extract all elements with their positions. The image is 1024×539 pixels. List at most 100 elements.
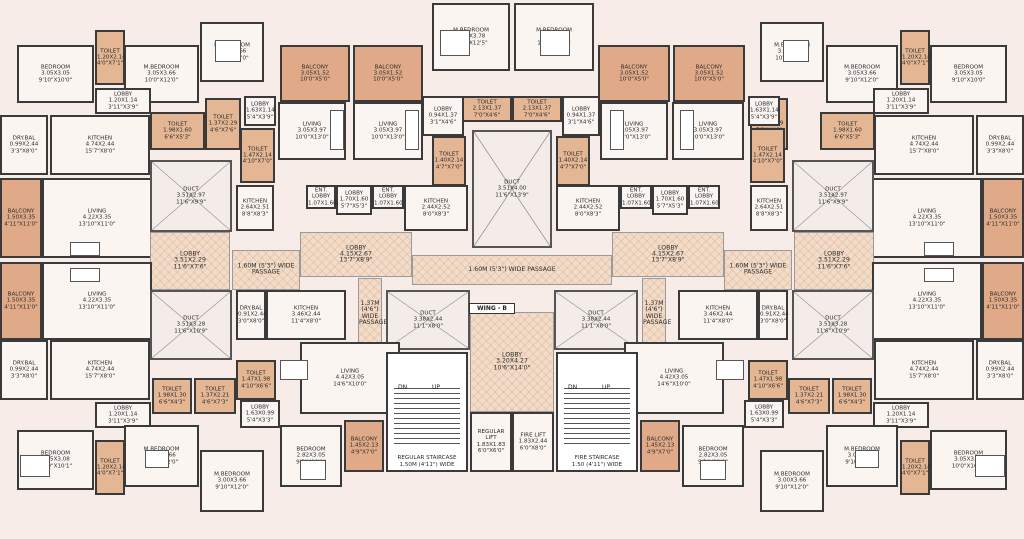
- room-top-lobby-l2: LOBBY 1.63X1.14 5'4"X3'9": [244, 96, 276, 126]
- furniture-block: [440, 30, 470, 56]
- duct-cross: [152, 162, 230, 230]
- room-ducts-bot-right: DUCT 3.51X3.28 11'6"X10'9": [792, 290, 874, 360]
- stair-steps: [564, 386, 630, 445]
- room-lobbies-center-left: LOBBY 4.15X2.67 13'7"X8'9": [300, 232, 412, 277]
- room-label: M.BEDROOM 3.00X3.66 9'10"X12'0": [214, 471, 250, 491]
- room-top-ent-l2: ENT. LOBBY 1.07X1.60: [372, 185, 404, 209]
- room-vertical-fire-stair: FIRE STAIRCASE 1.50 (4'11") WIDE: [556, 352, 638, 472]
- room-label: LOBBY 1.63X1.14 5'4"X3'9": [246, 101, 275, 121]
- room-lobbies-center-right: LOBBY 4.15X2.67 13'7"X8'9": [612, 232, 724, 277]
- room-top-kitchen-l: KITCHEN 4.74X2.44 15'7"X8'0": [50, 115, 150, 175]
- furniture-block: [783, 40, 809, 62]
- room-passage-left: 1.60M (5'3") WIDE PASSAGE: [232, 250, 300, 290]
- duct-cross: [388, 292, 468, 348]
- room-label: LOBBY 1.20X1.14 3'11"X3'9": [886, 405, 916, 425]
- room-label: LOBBY 1.20X1.14 3'11"X3'9": [108, 91, 138, 111]
- room-top-bal-side-r: BALCONY 1.50X3.35 4'11"X11'0": [982, 178, 1024, 258]
- room-passage-center: 1.60M (5'3") WIDE PASSAGE: [412, 255, 612, 285]
- room-top-bal-r2: BALCONY 3.05X1.52 10'0"X5'0": [673, 45, 745, 102]
- room-label: TOILET 1.98X1.30 6'6"X4'3": [157, 386, 187, 406]
- room-lobbies-wing: LOBBY 3.20X4.27 10'6"X14'0": [470, 312, 554, 412]
- room-label: ENT. LOBBY 1.07X1.60: [308, 187, 337, 207]
- room-bottom-mbed-r2: M.BEDROOM 3.00X3.66 9'10"X12'0": [760, 450, 824, 512]
- room-bottom-kitchen-l: KITCHEN 4.74X2.44 15'7"X8'0": [50, 340, 150, 400]
- room-ducts-bot-cr: DUCT 3.38X2.44 11'1"X8'0": [554, 290, 638, 350]
- room-label: BEDROOM 3.05X3.05 9'10"X10'0": [38, 64, 73, 84]
- room-label: ENT. LOBBY 1.07X1.60: [374, 187, 403, 207]
- room-top-ent-r2: ENT. LOBBY 1.07X1.60: [688, 185, 720, 209]
- room-top-lobby-ml: LOBBY 1.70X1.60 5'7"X5'3": [336, 185, 372, 215]
- room-label: TOILET 1.37X2.21 4'6"X7'3": [794, 386, 824, 406]
- room-label: LIVING 4.42X3.05 14'6"X10'0": [657, 368, 691, 388]
- room-ducts-bot-left: DUCT 3.51X3.28 11'6"X10'9": [150, 290, 232, 360]
- passage-hatch: [725, 251, 791, 289]
- room-top-kitchen-cr: KITCHEN 2.44X2.52 8'0"X8'3": [556, 185, 620, 231]
- room-label: LOBBY 1.63X0.99 5'4"X3'3": [245, 404, 275, 424]
- room-top-kitchen-cl2: KITCHEN 2.44X2.52 8'0"X8'3": [404, 185, 468, 231]
- room-lobbies-right-main: LOBBY 3.51X2.29 11'6"X7'6": [794, 232, 874, 290]
- furniture-block: [145, 450, 169, 468]
- room-bottom-dry-r: DRY.BAL 0.99X2.44 3'3"X8'0": [976, 340, 1024, 400]
- room-label: LIVING 4.22X3.35 13'10"X11'0": [78, 291, 116, 311]
- room-label: KITCHEN 4.74X2.44 15'7"X8'0": [85, 360, 115, 380]
- passage-hatch: [301, 233, 411, 276]
- room-label: LIVING 4.22X3.35 13'10"X11'0": [908, 291, 946, 311]
- room-label: FIRE LIFT 1.83X2.44 6'0"X8'0": [518, 432, 548, 452]
- room-bottom-kitchen-cl: KITCHEN 3.46X2.44 11'4"X8'0": [266, 290, 346, 340]
- room-bottom-toilet-b: TOILET 1.37X2.21 4'6"X7'3": [194, 378, 236, 414]
- room-label: TOILET 1.98X1.60 6'6"X5'3": [163, 121, 192, 141]
- duct-cross: [474, 132, 550, 246]
- room-passage-vertical-left: 1.37M (4'6") WIDE PASSAGE: [358, 278, 387, 350]
- passage-hatch: [613, 233, 723, 276]
- room-label: TOILET 1.98X1.30 6'6"X4'3": [837, 386, 867, 406]
- room-label: BALCONY 1.50X3.35 4'11"X11'0": [986, 208, 1020, 228]
- room-label: TOILET 1.37X2.29 4'6"X7'6": [208, 114, 238, 134]
- room-label: LOBBY 1.63X0.99 5'4"X3'3": [749, 404, 779, 424]
- room-label: REGULAR LIFT 1.83X1.83 6'0"X6'0": [476, 429, 506, 455]
- furniture-block: [405, 110, 419, 150]
- room-bottom-toilet-r: TOILET 1.20X2.14 4'0"X7'1": [900, 440, 931, 495]
- room-vertical-regular-lift: REGULAR LIFT 1.83X1.83 6'0"X6'0": [470, 412, 512, 472]
- room-bottom-bal-cl: BALCONY 1.45X2.13 4'9"X7'0": [344, 420, 384, 472]
- room-label: TOILET 1.20X2.14 4'0"X7'1": [902, 457, 931, 477]
- room-top-toilet-cl: TOILET 2.13X1.37 7'0"X4'6": [462, 96, 512, 122]
- furniture-block: [924, 268, 954, 282]
- room-label: BALCONY 1.50X3.35 4'11"X11'0": [4, 291, 38, 311]
- duct-cross: [794, 162, 872, 230]
- room-label: LOBBY 1.20X1.14 3'11"X3'9": [108, 405, 138, 425]
- room-top-lobby-l: LOBBY 1.20X1.14 3'11"X3'9": [95, 88, 151, 114]
- stair-up-label: UP: [602, 384, 611, 391]
- room-top-bal-l1: BALCONY 3.05X1.52 10'0"X5'0": [280, 45, 350, 102]
- room-label: TOILET 1.20X2.14 4'0"X7'1": [97, 457, 126, 477]
- room-top-toilet-r: TOILET 1.20X2.14 4'0"X7'1": [900, 30, 931, 85]
- room-label: M.BEDROOM 3.00X3.66 9'10"X12'0": [774, 471, 810, 491]
- room-top-bed-r: BEDROOM 3.05X3.05 9'10"X10'0": [930, 45, 1007, 103]
- stair-dn-label: DN: [568, 384, 578, 391]
- room-label: DRY.BAL 0.99X2.44 3'3"X8'0": [9, 360, 39, 380]
- room-top-kitchen-cr2: KITCHEN 2.64X2.51 8'8"X8'3": [750, 185, 788, 231]
- room-top-kitchen-r: KITCHEN 4.74X2.44 15'7"X8'0": [874, 115, 974, 175]
- room-top-toilet-cr: TOILET 2.13X1.37 7'0"X4'6": [512, 96, 562, 122]
- stair-steps: [394, 386, 460, 445]
- room-label: TOILET 1.47X2.14 4'10"X7'0": [242, 145, 273, 165]
- room-bottom-toilet-e: TOILET 1.37X2.21 4'6"X7'3": [788, 378, 830, 414]
- room-label: KITCHEN 3.46X2.44 11'4"X8'0": [291, 305, 321, 325]
- room-top-bal-l2: BALCONY 3.05X1.52 10'0"X5'0": [353, 45, 423, 102]
- room-label: DRY.BAL 0.91X2.44 3'0"X8'0": [760, 305, 789, 325]
- room-label: FIRE STAIRCASE 1.50 (4'11") WIDE: [571, 455, 623, 468]
- furniture-block: [215, 40, 241, 62]
- room-top-toilet-a: TOILET 1.98X1.60 6'6"X5'3": [150, 112, 205, 150]
- room-top-lobby-mr: LOBBY 1.70X1.60 5'7"X5'3": [652, 185, 688, 215]
- furniture-block: [540, 30, 570, 56]
- room-bottom-toilet-d: TOILET 1.47X1.98 4'10"X6'6": [748, 360, 788, 400]
- duct-cross: [794, 292, 872, 358]
- wing-label: WING - B: [469, 303, 515, 314]
- room-vertical-regular-stair: REGULAR STAIRCASE 1.50M (4'11") WIDE: [386, 352, 468, 472]
- room-label: BALCONY 3.05X1.52 10'0"X5'0": [694, 63, 724, 83]
- furniture-block: [716, 360, 744, 380]
- room-label: KITCHEN 2.64X2.51 8'8"X8'3": [754, 198, 784, 218]
- passage-hatch: [151, 233, 229, 289]
- stair-up-label: UP: [432, 384, 441, 391]
- room-top-lobby-r: LOBBY 1.20X1.14 3'11"X3'9": [873, 88, 929, 114]
